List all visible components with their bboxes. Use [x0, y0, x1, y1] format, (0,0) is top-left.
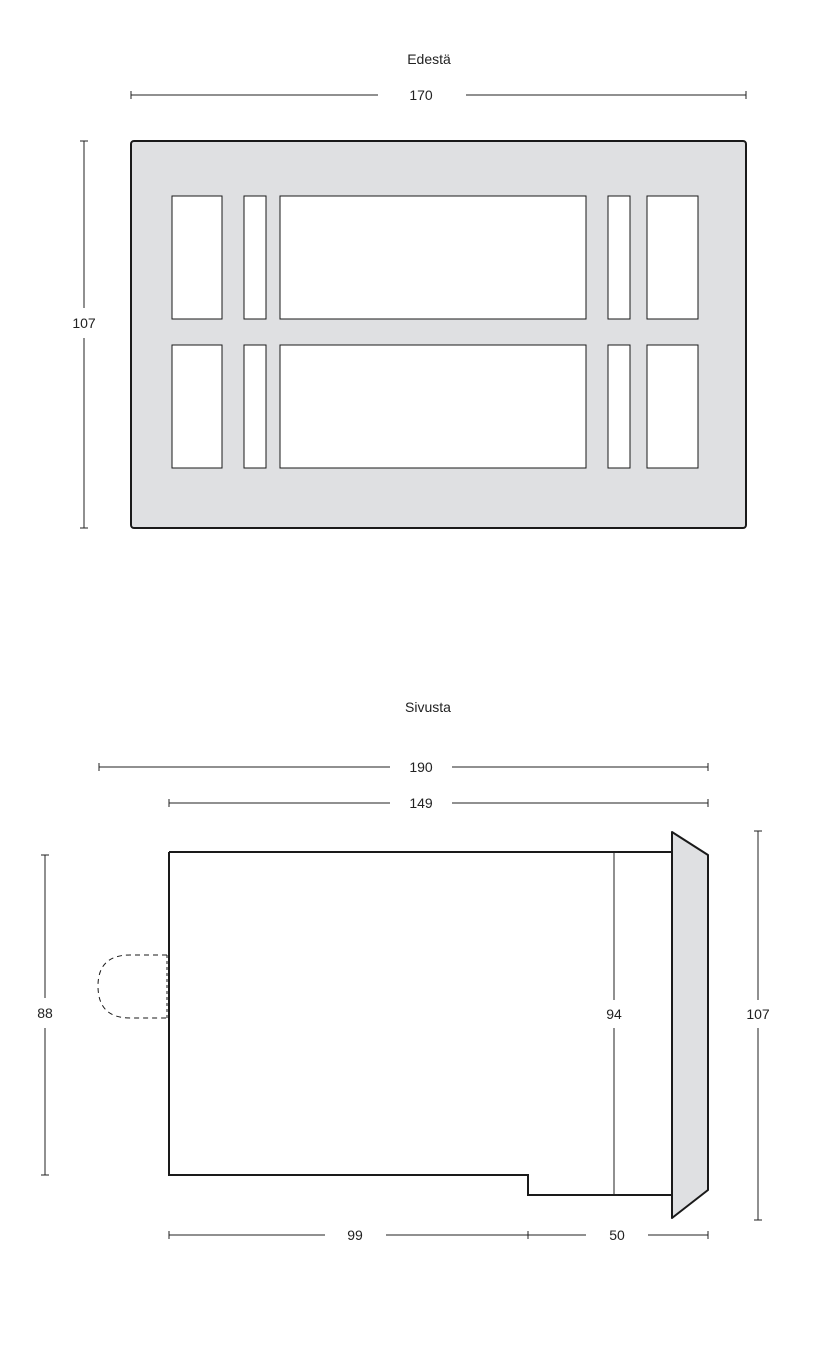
front-opening-top-1: [171, 195, 223, 320]
side-inner-height-dimension: 94: [606, 851, 622, 1196]
front-opening-top-2: [243, 195, 267, 320]
front-height-label: 107: [72, 315, 96, 331]
side-body-height-dimension: 88: [37, 854, 53, 1176]
side-body-outline: [168, 851, 672, 1196]
side-rear-depth-label: 50: [609, 1227, 625, 1243]
side-body-depth-dimension: 149: [168, 795, 709, 811]
side-lower-depth-label: 99: [347, 1227, 363, 1243]
side-inner-height-label: 94: [606, 1006, 622, 1022]
front-opening-top-4: [607, 195, 631, 320]
front-height-dimension: 107: [72, 140, 96, 529]
front-width-dimension: 170: [130, 87, 747, 103]
side-body-depth-label: 149: [409, 795, 433, 811]
front-opening-bottom-1: [171, 344, 223, 469]
front-opening-bottom-2: [243, 344, 267, 469]
side-view-title: Sivusta: [405, 699, 451, 715]
side-view: Sivusta 190 149 88: [37, 699, 770, 1243]
side-front-height-dimension: 107: [746, 830, 770, 1221]
front-opening-top-5: [646, 195, 699, 320]
front-opening-bottom-5: [646, 344, 699, 469]
side-rear-connector: [97, 954, 167, 1019]
side-total-depth-dimension: 190: [98, 759, 709, 775]
side-front-height-label: 107: [746, 1006, 770, 1022]
side-bottom-dimensions: 99 50: [168, 1227, 709, 1243]
front-opening-bottom-3: [279, 344, 587, 469]
side-total-depth-label: 190: [409, 759, 433, 775]
front-width-label: 170: [409, 87, 433, 103]
front-opening-bottom-4: [607, 344, 631, 469]
side-front-bezel: [671, 831, 709, 1219]
side-body-height-label: 88: [37, 1005, 53, 1021]
front-view: Edestä 170 107: [72, 51, 747, 529]
front-opening-top-3: [279, 195, 587, 320]
front-view-title: Edestä: [407, 51, 451, 67]
